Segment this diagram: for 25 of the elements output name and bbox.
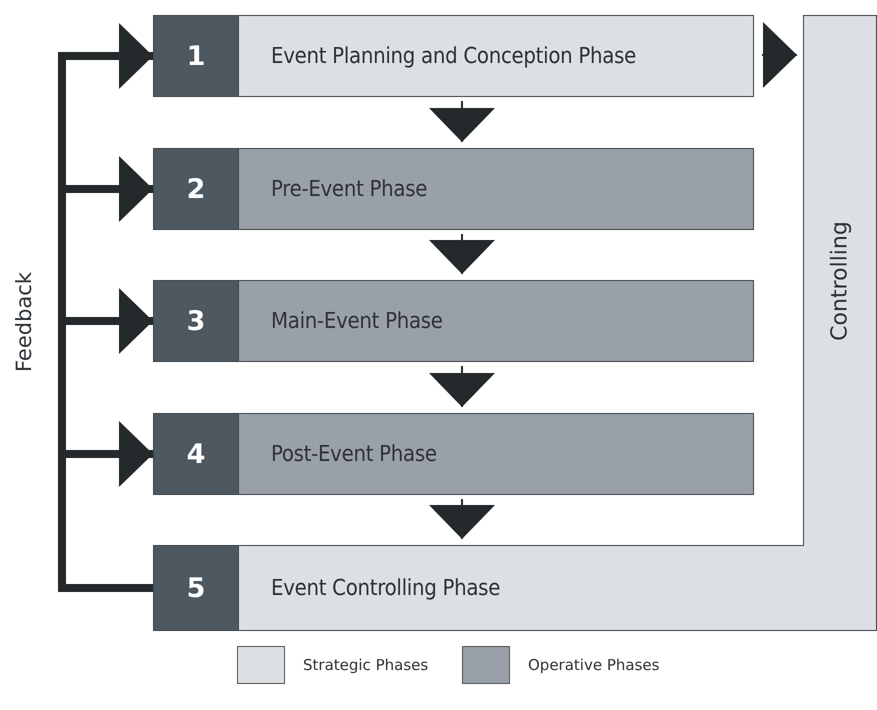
band-label: Controlling — [828, 221, 852, 341]
phase-box — [153, 545, 877, 631]
phase-number: 4 — [154, 414, 239, 494]
controlling-band — [803, 15, 877, 546]
arrow — [762, 22, 797, 88]
phase-number: 3 — [154, 281, 239, 361]
feedback-label: Feedback — [12, 272, 36, 372]
phase-number: 5 — [154, 546, 239, 630]
phase-title: Pre-Event Phase — [271, 176, 428, 202]
legend-label: Strategic Phases — [303, 656, 428, 674]
phase-number: 2 — [154, 149, 239, 229]
arrow — [429, 366, 495, 407]
arrow — [429, 101, 495, 142]
phase-box — [153, 15, 754, 97]
phase-box — [153, 413, 754, 495]
phase-title: Event Controlling Phase — [271, 576, 500, 600]
phase-title: Post-Event Phase — [271, 442, 437, 466]
phase-box — [153, 280, 754, 362]
phase-number: 1 — [154, 16, 239, 96]
legend-label: Operative Phases — [528, 656, 660, 674]
arrow — [429, 234, 495, 274]
phase-box — [153, 148, 754, 230]
phase-title: Event Planning and Conception Phase — [271, 44, 636, 68]
arrow — [429, 499, 495, 539]
phase-title: Main-Event Phase — [271, 308, 443, 334]
